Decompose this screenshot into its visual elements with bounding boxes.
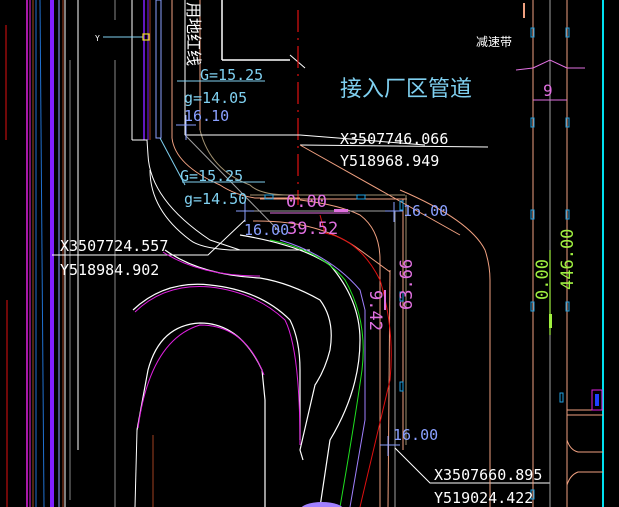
upper-point-elevation: 16.10 xyxy=(184,107,229,125)
coord-2-x: X3507724.557 xyxy=(60,237,168,255)
coord-1-y: Y518968.949 xyxy=(340,152,439,170)
point-elevation-b: 16.00 xyxy=(403,202,448,220)
land-boundary-label: 用地红线 xyxy=(184,2,203,66)
speed-bump-label: 减速带 xyxy=(476,35,512,49)
survey-crosses xyxy=(176,115,403,456)
point-elevation-a: 16.00 xyxy=(244,221,289,239)
upper-pipe-elevation: g=14.05 xyxy=(184,89,247,107)
dimension-vert-right: 63.66 xyxy=(397,259,417,310)
road-width-dimension: 9 xyxy=(543,81,553,100)
y-marker: Y xyxy=(95,33,150,43)
coord-2-y: Y518984.902 xyxy=(60,261,159,279)
right-road xyxy=(515,0,604,507)
point-elevation-c: 16.00 xyxy=(393,426,438,444)
pipe-title-label: 接入厂区管道 xyxy=(340,77,472,102)
dimension-road-b: 446.00 xyxy=(558,229,578,290)
y-label: Y xyxy=(95,34,100,43)
road-curves xyxy=(132,129,426,507)
coord-3-y: Y519024.422 xyxy=(434,489,533,507)
upper-ground-elevation: G=15.25 xyxy=(200,66,263,84)
left-boundary-lines xyxy=(5,0,306,507)
lower-ground-elevation: G=15.25 xyxy=(180,167,243,185)
dimension-road-a: 0.00 xyxy=(533,259,553,300)
dimension-horiz-top: 0.00 xyxy=(286,192,327,212)
markers xyxy=(264,27,570,500)
road-intersection xyxy=(239,194,407,507)
traffic-islands xyxy=(132,249,343,507)
dimension-vert-left: 9.42 xyxy=(365,290,385,331)
coord-3-x: X3507660.895 xyxy=(434,466,542,484)
lower-pipe-elevation: g=14.50 xyxy=(184,190,247,208)
dimension-horiz-bottom: 39.52 xyxy=(287,219,338,239)
coord-1-x: X3507746.066 xyxy=(340,130,448,148)
leader-lines xyxy=(52,80,550,507)
